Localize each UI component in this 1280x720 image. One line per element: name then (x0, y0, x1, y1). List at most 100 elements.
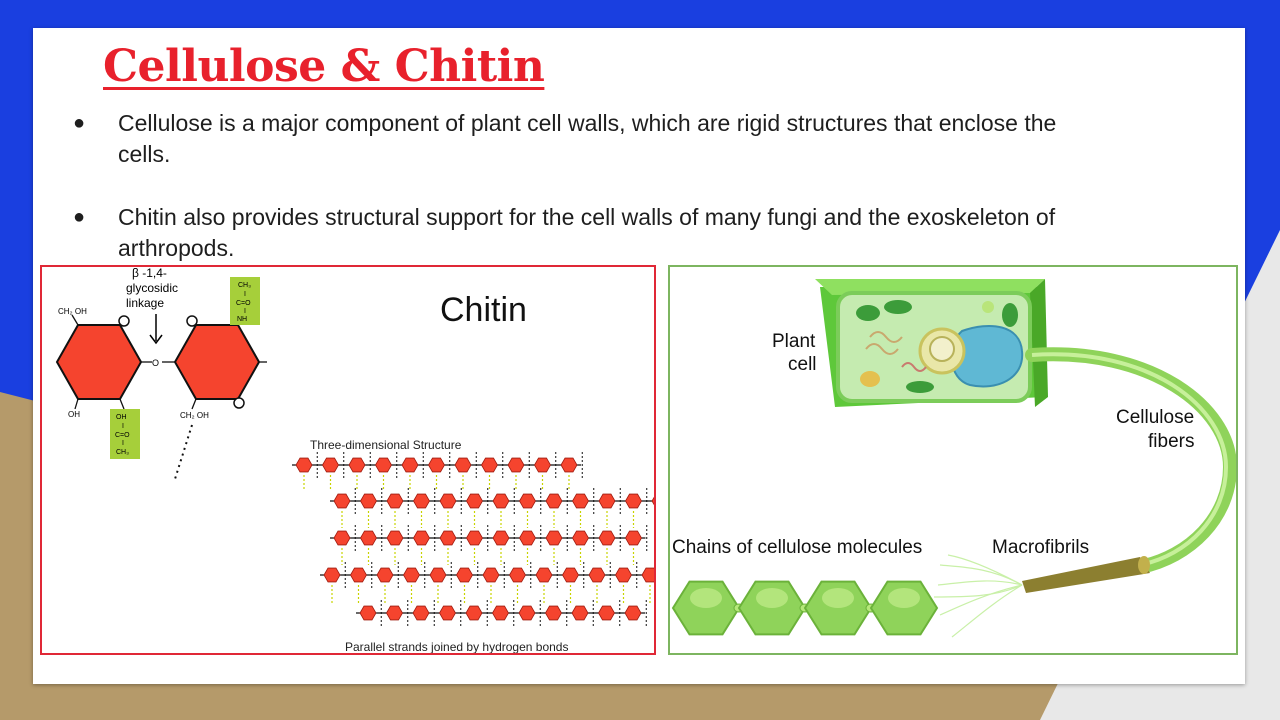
chitin-unit-icon (323, 567, 341, 583)
chitin-unit-icon (598, 530, 616, 546)
chain-continuation (174, 424, 193, 480)
chitin-unit-icon (454, 457, 472, 473)
chitin-unit-icon (545, 530, 563, 546)
linkage-label: β -1,4- (132, 267, 167, 280)
slide-title: Cellulose & Chitin (103, 41, 545, 92)
oh-label: OH (68, 410, 80, 419)
chitin-unit-icon (466, 493, 483, 509)
bullet-text: Cellulose is a major component of plant … (118, 110, 1057, 167)
chitin-unit-icon (507, 457, 525, 473)
chitin-unit-icon (481, 457, 498, 473)
chitin-unit-icon (403, 567, 420, 583)
chitin-unit-icon (545, 493, 563, 509)
chitin-unit-icon (413, 530, 430, 546)
chitin-unit-icon (572, 530, 589, 546)
chitin-unit-icon (492, 605, 509, 621)
bullet-icon: ● (73, 206, 86, 228)
chitin-unit-icon (376, 567, 394, 583)
chitin-unit-icon (625, 493, 642, 509)
oh-label: OH (116, 414, 127, 421)
svg-text:CH₃: CH₃ (238, 282, 251, 289)
chitin-unit-icon (359, 605, 377, 621)
chitin-unit-icon (562, 567, 579, 583)
chitin-strand-grid (292, 452, 674, 626)
chitin-unit-icon (625, 530, 642, 546)
bullet-item: ● Chitin also provides structural suppor… (63, 202, 1103, 264)
plant-cell-label: Plant (772, 331, 816, 352)
slide: Cellulose & Chitin ● Cellulose is a majo… (33, 28, 1245, 684)
chitin-unit-icon (386, 605, 403, 621)
chitin-unit-icon (333, 493, 351, 509)
chitin-ring-icon (173, 324, 261, 400)
svg-text:I: I (244, 291, 246, 298)
chitin-unit-icon (624, 605, 642, 621)
chitin-unit-icon (386, 530, 404, 546)
chitin-unit-icon (519, 493, 536, 509)
chitin-unit-icon (429, 567, 447, 583)
chitin-unit-icon (322, 457, 339, 473)
bullet-item: ● Cellulose is a major component of plan… (63, 108, 1103, 170)
bullet-icon: ● (73, 112, 86, 134)
macrofibrils-label: Macrofibrils (992, 537, 1089, 558)
chitin-unit-icon (518, 605, 536, 621)
chitin-unit-icon (598, 493, 616, 509)
structure-label: Three-dimensional Structure (310, 438, 462, 452)
linkage-label: glycosidic (126, 281, 178, 295)
acetyl-box (230, 277, 260, 325)
svg-text:C=O: C=O (236, 300, 251, 307)
chitin-unit-icon (545, 605, 562, 621)
chitin-ring-icon (55, 324, 143, 400)
cellulose-fiber (1025, 347, 1238, 574)
chitin-unit-icon (386, 493, 404, 509)
chitin-unit-icon (439, 530, 457, 546)
plant-cell-label: cell (788, 354, 817, 375)
chitin-unit-icon (465, 605, 483, 621)
chitin-unit-icon (641, 567, 659, 583)
chitin-unit-icon (350, 567, 367, 583)
svg-text:C=O: C=O (115, 432, 130, 439)
chitin-unit-icon (492, 530, 510, 546)
chitin-unit-icon (360, 530, 377, 546)
chitin-unit-icon (333, 530, 351, 546)
chitin-unit-icon (439, 605, 456, 621)
chitin-unit-icon (466, 530, 483, 546)
chitin-unit-icon (482, 567, 500, 583)
chitin-diagram: β -1,4- glycosidic linkage CH₂ OH OH O (55, 266, 674, 654)
ch2oh-label: CH₂ OH (58, 307, 87, 316)
chitin-title: Chitin (440, 291, 527, 329)
ch2oh-label: CH₂ OH (180, 411, 209, 420)
cellulose-figure: Plant cell Cellulose fibers Macrofibrils… (668, 265, 1238, 655)
macrofibril-icon (1022, 557, 1150, 593)
chitin-unit-icon (598, 605, 615, 621)
chitin-unit-icon (428, 457, 445, 473)
acetyl-box (110, 409, 140, 459)
chitin-unit-icon (375, 457, 392, 473)
svg-text:I: I (122, 440, 124, 447)
chitin-unit-icon (360, 493, 377, 509)
fibers-label: fibers (1148, 431, 1194, 452)
svg-text:NH: NH (237, 316, 247, 323)
bullet-text: Chitin also provides structural support … (118, 204, 1056, 261)
chitin-unit-icon (412, 605, 430, 621)
cellulose-chain (671, 580, 939, 636)
chitin-unit-icon (439, 493, 457, 509)
chitin-unit-icon (509, 567, 526, 583)
bullet-list: ● Cellulose is a major component of plan… (63, 108, 1103, 296)
chitin-unit-icon (534, 457, 551, 473)
oxygen-label: O (152, 358, 159, 368)
chitin-unit-icon (413, 493, 430, 509)
chitin-unit-icon (572, 493, 589, 509)
caption: Parallel strands joined by hydrogen bond… (345, 640, 568, 653)
svg-text:I: I (244, 308, 246, 315)
chitin-unit-icon (651, 493, 669, 509)
svg-text:I: I (122, 423, 124, 430)
chitin-unit-icon (535, 567, 553, 583)
chitin-unit-icon (519, 530, 536, 546)
chitin-unit-icon (588, 567, 606, 583)
chitin-unit-icon (560, 457, 578, 473)
chitin-figure: β -1,4- glycosidic linkage CH₂ OH OH O (40, 265, 674, 655)
arrow-head-icon (149, 334, 163, 345)
chitin-unit-icon (492, 493, 510, 509)
svg-text:CH₃: CH₃ (116, 449, 129, 456)
microfibril-strands (933, 554, 1023, 638)
